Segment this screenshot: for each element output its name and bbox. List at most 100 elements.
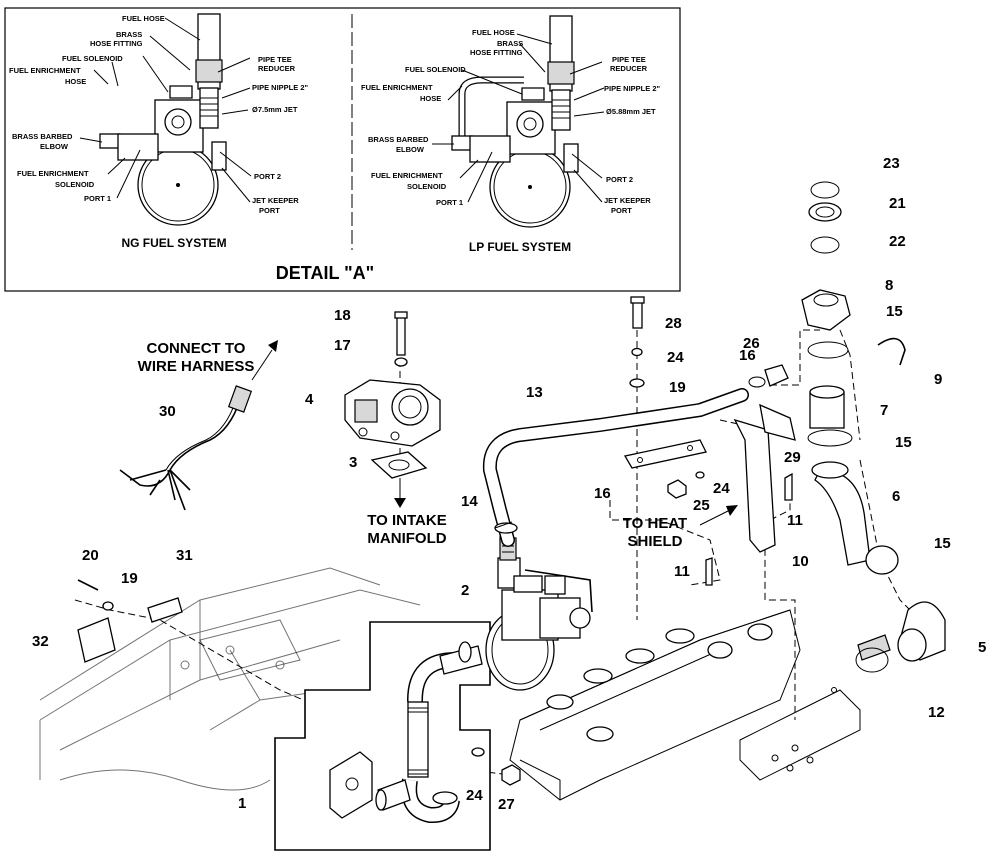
ng-label-solenoid: SOLENOID: [55, 180, 95, 189]
part-number-1: 1: [238, 795, 246, 812]
ng-label-fuel-enrichment: FUEL ENRICHMENT: [9, 66, 81, 75]
lp-label-fuel-enrichment: FUEL ENRICHMENT: [361, 83, 433, 92]
part-number-15a: 15: [886, 303, 903, 320]
part-number-6: 6: [892, 488, 900, 505]
lp-label-pipe-nipple: PIPE NIPPLE 2": [604, 84, 661, 93]
ng-label-port: PORT: [259, 206, 280, 215]
part-number-15c: 15: [934, 535, 951, 552]
ng-label-jet-keeper: JET KEEPER: [252, 196, 299, 205]
part-number-27: 27: [498, 796, 515, 813]
wire-harness: [119, 340, 278, 511]
lp-label-port1: PORT 1: [436, 198, 463, 207]
lp-label-hose-fitting: HOSE FITTING: [470, 48, 523, 57]
lp-label-elbow: ELBOW: [396, 145, 425, 154]
ng-label-pipe-tee: PIPE TEE: [258, 55, 292, 64]
lp-label-solenoid: SOLENOID: [407, 182, 447, 191]
part-number-30: 30: [159, 403, 176, 420]
ng-label-pipe-nipple: PIPE NIPPLE 2": [252, 83, 309, 92]
lp-fuel-system-drawing: FUEL HOSE BRASS HOSE FITTING FUEL SOLENO…: [361, 15, 661, 254]
part-number-2: 2: [461, 582, 469, 599]
regulator-assembly: [485, 537, 593, 691]
callout-connect-line1: CONNECT TO: [147, 340, 246, 357]
ng-fuel-system-title: NG FUEL SYSTEM: [121, 236, 226, 250]
mounting-brackets: [623, 376, 796, 553]
part-number-15b: 15: [895, 434, 912, 451]
lp-label-reducer: REDUCER: [610, 64, 648, 73]
ng-label-fuel-hose: FUEL HOSE: [122, 14, 165, 23]
decal-32: [77, 617, 116, 663]
lp-label-fuel-enrichment-2: FUEL ENRICHMENT: [371, 171, 443, 180]
hardware: [77, 296, 793, 786]
part-number-4: 4: [305, 391, 314, 408]
ng-label-hose-fitting: HOSE FITTING: [90, 39, 143, 48]
detail-a-panel: DETAIL "A" FUEL HOSE BRASS HOSE: [4, 7, 681, 292]
part-number-19a: 19: [669, 379, 686, 396]
part-number-24b: 24: [713, 480, 730, 497]
inset-border: [274, 621, 491, 851]
throttle-body: [344, 379, 441, 447]
part-number-3: 3: [349, 454, 357, 471]
lp-label-fuel-solenoid: FUEL SOLENOID: [405, 65, 466, 74]
part-number-32: 32: [32, 633, 49, 650]
part-numbers: 1 2 3 4 5 6 7 8 9 10 11 11 12 13 14 15 1…: [32, 155, 986, 813]
lp-label-pipe-tee: PIPE TEE: [612, 55, 646, 64]
lp-label-brass: BRASS: [497, 39, 523, 48]
lp-fuel-system-title: LP FUEL SYSTEM: [469, 240, 571, 254]
lp-label-jet-keeper: JET KEEPER: [604, 196, 651, 205]
ng-label-port2: PORT 2: [254, 172, 281, 181]
callout-heat-line2: SHIELD: [627, 533, 682, 550]
part-number-24a: 24: [667, 349, 684, 366]
part-number-16a: 16: [739, 347, 756, 364]
callout-intake-line2: MANIFOLD: [367, 530, 446, 547]
lp-label-jet: Ø5.88mm JET: [606, 107, 656, 116]
part-number-14: 14: [461, 493, 478, 510]
detail-a-border: [4, 7, 681, 292]
part-number-25: 25: [693, 497, 710, 514]
inset-pipe-nipple: [407, 701, 429, 778]
ng-label-port1: PORT 1: [84, 194, 111, 203]
bolt-18: [394, 311, 408, 367]
equipment-frame-outline: [39, 567, 421, 791]
part-number-16b: 16: [594, 485, 611, 502]
part-number-20: 20: [82, 547, 99, 564]
lp-label-port: PORT: [611, 206, 632, 215]
air-intake-stack: [801, 181, 946, 673]
ng-enrichment-solenoid: [117, 133, 159, 161]
detail-a-title: DETAIL "A": [276, 263, 374, 283]
part-number-23: 23: [883, 155, 900, 172]
fuel-hose: [482, 388, 749, 547]
lp-label-brass-barbed: BRASS BARBED: [368, 135, 429, 144]
engine-valve-cover: [509, 609, 861, 801]
ng-label-brass: BRASS: [116, 30, 142, 39]
callout-connect-line2: WIRE HARNESS: [138, 358, 255, 375]
part-number-17: 17: [334, 337, 351, 354]
decal-31: [147, 597, 183, 623]
part-number-21: 21: [889, 195, 906, 212]
part-1-inset: [274, 621, 491, 851]
valve-cover-caps: [546, 623, 773, 742]
part-number-11a: 11: [787, 512, 803, 529]
part-number-11b: 11: [674, 563, 690, 580]
ng-fuel-system-drawing: FUEL HOSE BRASS HOSE FITTING FUEL SOLENO…: [9, 13, 309, 250]
part-number-8: 8: [885, 277, 893, 294]
part-number-19b: 19: [121, 570, 138, 587]
part-number-5: 5: [978, 639, 986, 656]
part-number-28: 28: [665, 315, 682, 332]
lp-label-fuel-hose: FUEL HOSE: [472, 28, 515, 37]
part-number-26: 26: [743, 335, 760, 352]
part-number-12: 12: [928, 704, 945, 721]
part-number-10: 10: [792, 553, 809, 570]
part-number-7: 7: [880, 402, 888, 419]
part-number-29: 29: [784, 449, 801, 466]
ng-label-reducer: REDUCER: [258, 64, 296, 73]
part-number-24c: 24: [466, 787, 483, 804]
gasket-3: [370, 451, 428, 479]
callout-intake-line1: TO INTAKE: [367, 512, 446, 529]
part-number-13: 13: [526, 384, 543, 401]
lp-label-port2: PORT 2: [606, 175, 633, 184]
ng-label-brass-barbed: BRASS BARBED: [12, 132, 73, 141]
callout-heat-line1: TO HEAT: [623, 515, 687, 532]
part-number-22: 22: [889, 233, 906, 250]
